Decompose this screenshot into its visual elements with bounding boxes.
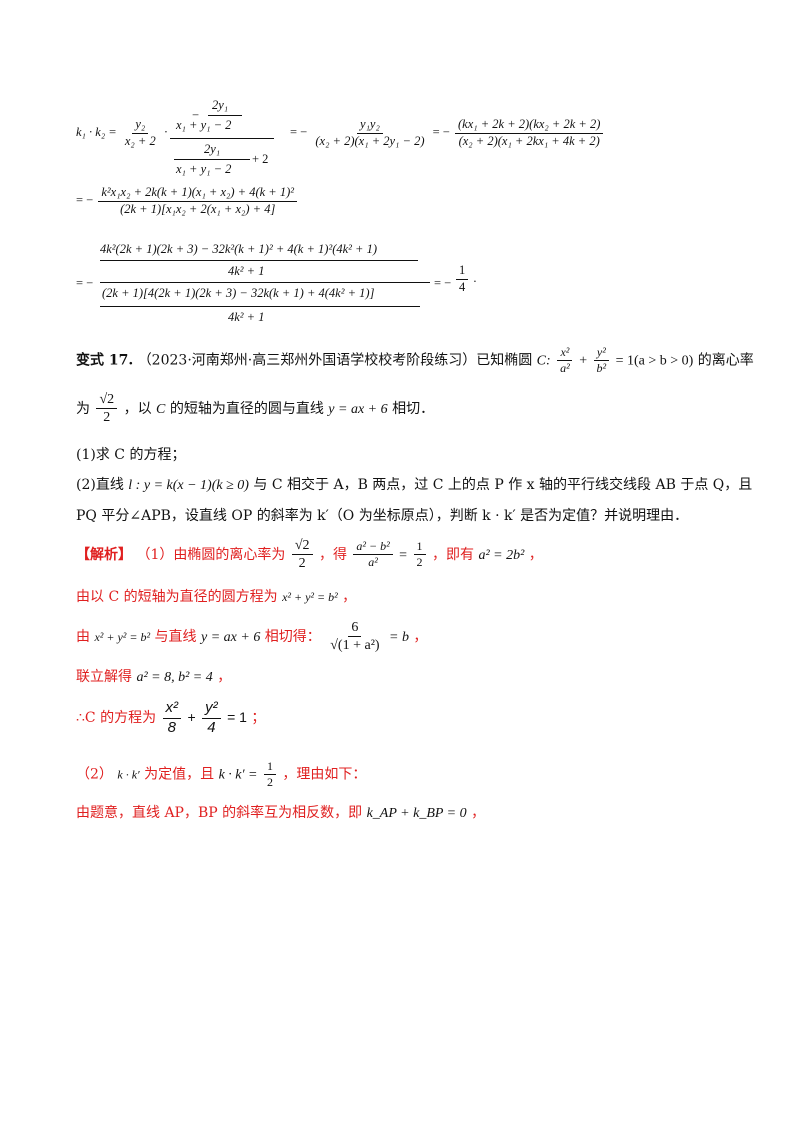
problem-source: （2023·河南郑州·高三郑州外国语学校校考阶段练习）已知椭圆 — [137, 352, 533, 369]
fraction: 6 √(1 + a²) — [330, 620, 380, 654]
solution-line-4: 联立解得 a² = 8, b² = 4 ， — [76, 669, 232, 685]
fraction: y₂ x₂ + 2 — [124, 117, 156, 148]
formula-line-3: = − 4k²(2k + 1)(2k + 3) − 32k²(k + 1)² +… — [76, 240, 477, 332]
fraction: (kx₁ + 2k + 2)(kx₂ + 2k + 2) (x₂ + 2)(x₁… — [454, 117, 604, 149]
equals-minus: = − — [432, 125, 450, 140]
problem-line-1: 变式 17. （2023·河南郑州·高三郑州外国语学校校考阶段练习）已知椭圆 C… — [76, 345, 754, 376]
question-2-line-2: PQ 平分∠APB，设直线 OP 的斜率为 k′（O 为坐标原点），判断 k ·… — [76, 508, 689, 524]
numerator-bottom: x₁ + y₁ − 2 — [176, 118, 232, 132]
compound-fraction: − 2y₁ x₁ + y₁ − 2 2y₁ x₁ + y₁ − 2 + 2 — [168, 96, 288, 184]
dot-operator: · — [163, 125, 168, 140]
solution-line-3: 由 x² + y² = b² 与直线 y = ax + 6 相切得： 6 √(1… — [76, 620, 428, 654]
formula-line-1-rest: = − y₁y₂ (x₂ + 2)(x₁ + 2y₁ − 2) = − (kx₁… — [290, 117, 605, 149]
solution-line-5: ∴C 的方程为 x² 8 + y² 4 = 1 ； — [76, 699, 266, 736]
numerator-top: 4k²(2k + 1)(2k + 3) − 32k²(k + 1)² + 4(k… — [100, 242, 377, 256]
denominator-bottom: 4k² + 1 — [228, 310, 265, 324]
solution-line-1: 【解析】 （1）由椭圆的离心率为 √2 2 ，得 a² − b² a² = 1 … — [76, 538, 543, 572]
fraction: a² − b² a² — [353, 540, 393, 569]
equals-minus: = − — [76, 276, 94, 290]
solution-line-2: 由以 C 的短轴为直径的圆方程为 x² + y² = b² ， — [76, 589, 357, 605]
fraction: √2 2 — [291, 538, 313, 572]
solution-tag: 【解析】 — [76, 546, 132, 563]
numerator-top: 2y₁ — [212, 98, 229, 112]
result-fraction: 1 4 . — [454, 263, 477, 295]
minus-sign: − — [192, 108, 200, 122]
fraction: √2 2 — [96, 392, 118, 426]
fraction: 1 2 — [263, 759, 276, 789]
equals-minus: = − — [76, 193, 94, 208]
denominator-top: (2k + 1)[4(2k + 1)(2k + 3) − 32k(k + 1) … — [102, 286, 375, 300]
solution-line-7: 由题意，直线 AP，BP 的斜率互为相反数，即 k_AP + k_BP = 0 … — [76, 805, 486, 821]
fraction: x² a² — [557, 345, 573, 375]
question-2-line-1: (2)直线 l : y = k(x − 1)(k ≥ 0) 与 C 相交于 A，… — [76, 477, 753, 493]
problem-label: 变式 17. — [76, 352, 134, 369]
fraction: 1 2 — [413, 540, 426, 569]
equals-minus: = − — [434, 276, 452, 290]
fraction: y² 4 — [202, 699, 221, 736]
formula-lhs: k₁ · k₂ = — [76, 125, 117, 140]
fraction: y² b² — [593, 345, 610, 375]
equals-minus: = − — [290, 125, 308, 140]
solution-line-6: （2） k · k′ 为定值，且 k · k′ = 1 2 ，理由如下： — [76, 759, 367, 790]
fraction: x² 8 — [162, 699, 182, 736]
plus-two: + 2 — [252, 152, 269, 166]
problem-line-2: 为 √2 2 ，以 C 的短轴为直径的圆与直线 y = ax + 6 相切． — [76, 392, 435, 426]
numerator-bottom: 4k² + 1 — [228, 264, 265, 278]
fraction: k²x₁x₂ + 2k(k + 1)(x₁ + x₂) + 4(k + 1)² … — [98, 185, 298, 217]
denominator-bottom: x₁ + y₁ − 2 — [176, 162, 232, 176]
formula-line-2: = − k²x₁x₂ + 2k(k + 1)(x₁ + x₂) + 4(k + … — [76, 185, 299, 217]
fraction: y₁y₂ (x₂ + 2)(x₁ + 2y₁ − 2) — [315, 117, 425, 148]
question-1: (1)求 C 的方程； — [76, 447, 186, 463]
formula-line-1: k₁ · k₂ = y₂ x₂ + 2 · — [76, 117, 168, 149]
denominator-top: 2y₁ — [204, 142, 221, 156]
